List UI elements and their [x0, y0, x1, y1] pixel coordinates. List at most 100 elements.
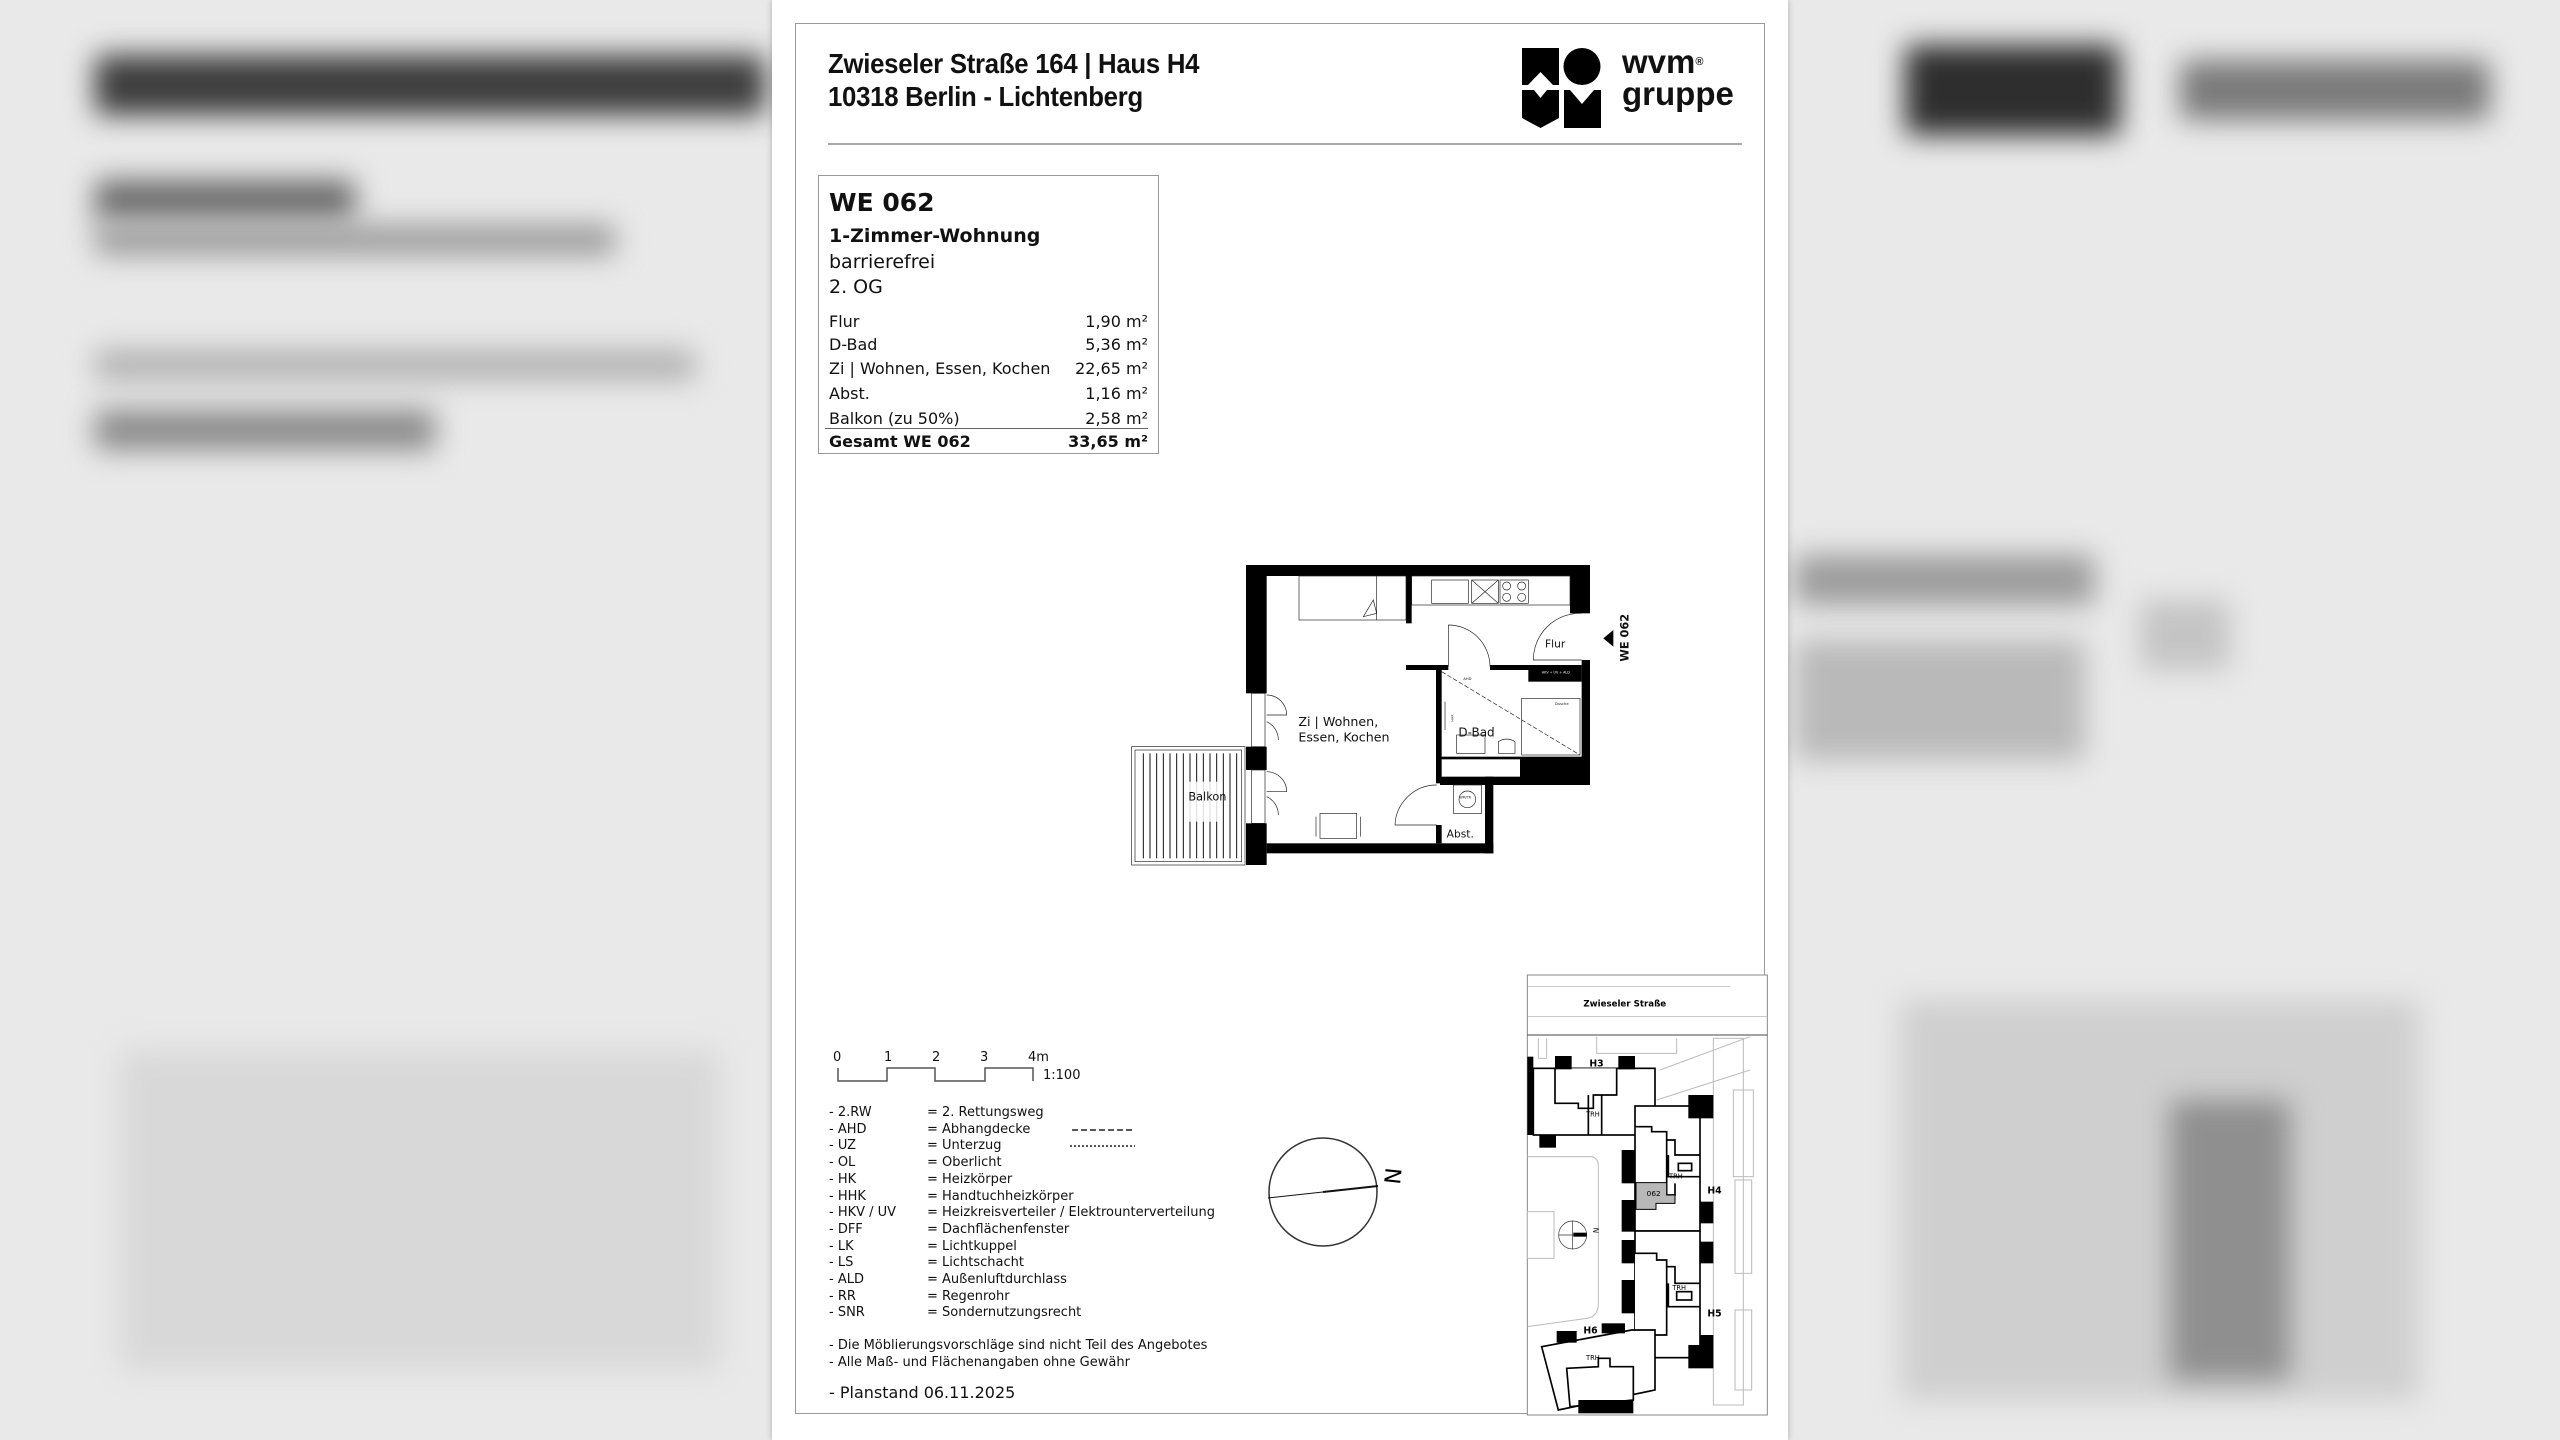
logo-text-wvm: wvm®: [1622, 43, 1704, 80]
scale-tick-label: 4m: [1028, 1050, 1049, 1065]
legend-desc: = 2. Rettungsweg: [927, 1105, 1044, 1120]
room-row: D-Bad 5,36 m²: [829, 335, 1148, 354]
scale-bar: [837, 1067, 1034, 1082]
unit-id: WE 062: [829, 188, 935, 217]
floor-plan: Zi | Wohnen, Essen, Kochen D-Bad Flur Ab…: [1131, 565, 1631, 866]
header-divider: [828, 143, 1742, 145]
room-name: Abst.: [829, 384, 870, 403]
site-street-label: Zwieseler Straße: [1583, 1000, 1666, 1010]
room-label-bath: D-Bad: [1458, 726, 1494, 740]
total-label: Gesamt WE 062: [829, 432, 971, 451]
room-row: Zi | Wohnen, Essen, Kochen 22,65 m²: [829, 359, 1148, 378]
room-row: Abst. 1,16 m²: [829, 384, 1148, 403]
stair-label: TRH: [1671, 1284, 1686, 1292]
room-area: 2,58 m²: [1085, 409, 1148, 428]
legend-desc: = Heizkörper: [927, 1171, 1013, 1187]
unit-type: 1-Zimmer-Wohnung: [829, 225, 1041, 247]
room-label-living-1: Zi | Wohnen,: [1298, 714, 1378, 730]
legend-abbr: - UZ: [829, 1138, 857, 1154]
room-label-living-2: Essen, Kochen: [1298, 730, 1389, 745]
total-area: 33,65 m²: [1068, 432, 1148, 451]
blurred-background: [95, 180, 355, 220]
legend-abbr: - 2.RW: [829, 1105, 872, 1120]
legend-abbr: - ALD: [829, 1272, 864, 1287]
legend-desc: = Handtuchheizkörper: [927, 1188, 1074, 1204]
legend-abbr: - LK: [829, 1238, 854, 1254]
legend-desc: = Oberlicht: [927, 1155, 1002, 1171]
scale-tick-label: 1: [884, 1050, 893, 1065]
room-row: Balkon (zu 50%) 2,58 m²: [829, 409, 1148, 428]
room-name: D-Bad: [829, 335, 878, 354]
highlighted-unit: [1635, 1182, 1676, 1210]
room-row: Flur 1,90 m²: [829, 312, 1148, 331]
room-area: 1,90 m²: [1085, 312, 1148, 331]
label-dusche: Dusche: [1555, 702, 1569, 706]
blurred-background: [2140, 600, 2230, 670]
scale-tick-label: 2: [932, 1050, 941, 1065]
scale-tick-label: 3: [980, 1050, 989, 1065]
walls: [1246, 565, 1590, 865]
room-area: 5,36 m²: [1085, 335, 1148, 354]
blurred-background: [95, 55, 765, 115]
blurred-background: [95, 350, 695, 380]
blurred-background: [120, 1050, 720, 1370]
legend-desc: = Heizkreisverteiler / Elektrounterverte…: [927, 1205, 1216, 1221]
room-name: Flur: [829, 312, 860, 331]
legend-desc: = Unterzug: [927, 1138, 1002, 1154]
document-frame: [795, 23, 1765, 1414]
unit-area-table: WE 062 1-Zimmer-Wohnung barrierefrei 2. …: [818, 175, 1159, 454]
legend-desc: = Regenrohr: [927, 1288, 1010, 1304]
total-divider: [825, 428, 1148, 429]
room-label-hall: Flur: [1545, 637, 1566, 650]
unit-floor: 2. OG: [829, 276, 883, 298]
site-compass-north: N: [1591, 1227, 1601, 1233]
highlighted-unit-label: 062: [1647, 1189, 1661, 1198]
blurred-background: [2170, 1100, 2290, 1380]
compass-icon: N: [1267, 1137, 1408, 1247]
blurred-background: [1795, 555, 2095, 605]
stair-label: TRH: [1585, 1111, 1600, 1119]
room-label-storage: Abst.: [1447, 827, 1474, 840]
room-name: Balkon (zu 50%): [829, 409, 960, 428]
address-line-2: 10318 Berlin - Lichtenberg: [828, 81, 1143, 112]
blurred-background: [95, 410, 435, 450]
site-plan: Zwieseler Straße H3 H4 H: [1526, 974, 1768, 1416]
house-label-h5: H5: [1707, 1309, 1721, 1320]
blurred-background: [1905, 45, 2120, 135]
scale-tick-label: 0: [833, 1050, 842, 1065]
label-ahd: AHD: [1463, 677, 1471, 681]
logo-text-gruppe: gruppe: [1622, 75, 1734, 112]
legend-desc: = Sondernutzungsrecht: [927, 1305, 1082, 1321]
legend-abbr: - DFF: [829, 1221, 863, 1237]
note-furniture: - Die Möblierungsvorschläge sind nicht T…: [829, 1338, 1208, 1353]
house-label-h3: H3: [1589, 1059, 1603, 1070]
room-area: 1,16 m²: [1085, 384, 1148, 403]
legend-desc: = Außenluftdurchlass: [927, 1272, 1067, 1287]
stair-label: TRH: [1585, 1354, 1600, 1362]
legend-abbr: - HHK: [829, 1188, 866, 1204]
legend-abbr: - AHD: [829, 1121, 867, 1137]
note-disclaimer: - Alle Maß- und Flächenangaben ohne Gewä…: [829, 1355, 1130, 1370]
unit-accessibility: barrierefrei: [829, 251, 936, 273]
compass-north-label: N: [1381, 1167, 1408, 1186]
room-label-balcony: Balkon: [1188, 790, 1226, 804]
room-area: 22,65 m²: [1075, 359, 1148, 378]
legend-abbr: - HK: [829, 1171, 857, 1187]
legend-abbr: - OL: [829, 1155, 856, 1171]
entrance-arrow-icon: [1603, 630, 1614, 647]
legend-desc: = Dachflächenfenster: [927, 1221, 1070, 1237]
legend-desc: = Abhangdecke: [927, 1121, 1031, 1137]
blurred-background: [1795, 640, 2085, 760]
label-wmtr: WM/TR: [1459, 795, 1471, 799]
entrance-label: WE 062: [1617, 614, 1631, 662]
blurred-background: [2180, 60, 2490, 120]
legend-desc: = Lichtkuppel: [927, 1238, 1017, 1254]
label-hkv: HKV + UV + ALD: [1542, 670, 1571, 674]
blurred-background: [1900, 1000, 2420, 1400]
stair-label: TRH: [1668, 1172, 1683, 1180]
wvm-logo-mark: [1522, 48, 1601, 128]
legend-line-samples: [1070, 1129, 1135, 1147]
legend-abbr: - LS: [829, 1255, 854, 1271]
room-name: Zi | Wohnen, Essen, Kochen: [829, 359, 1051, 378]
house-label-h4: H4: [1707, 1185, 1722, 1196]
